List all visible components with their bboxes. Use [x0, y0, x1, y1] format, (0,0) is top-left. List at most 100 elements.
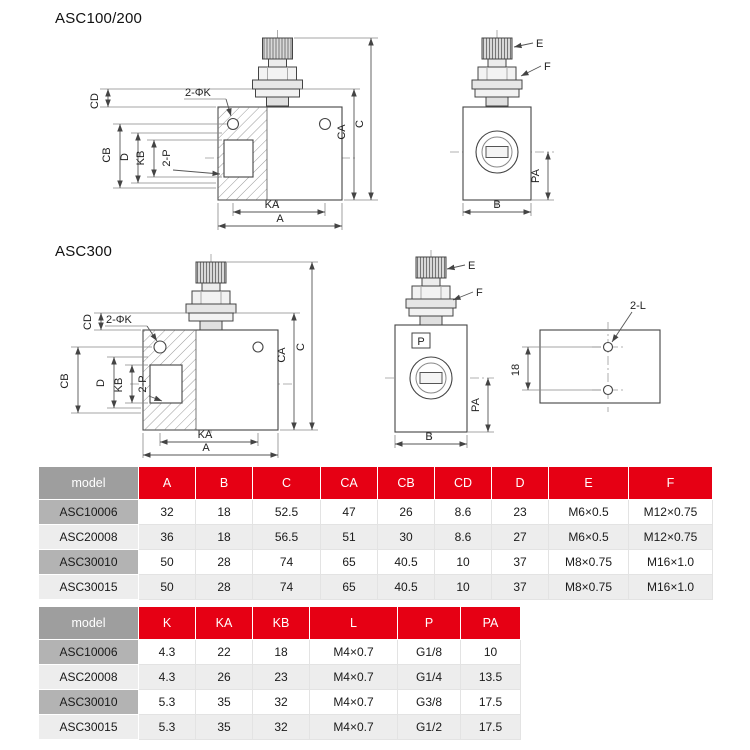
dim-label-d: D	[119, 153, 131, 161]
value-cell: 32	[252, 714, 310, 740]
adjustment-knob	[471, 37, 523, 107]
value-cell: 4.3	[138, 639, 196, 665]
value-cell: 18	[252, 639, 310, 665]
value-cell: G1/4	[397, 664, 461, 690]
dim-column-header-D: D	[491, 466, 549, 500]
value-cell: M4×0.7	[309, 639, 398, 665]
dim-label-cd: CD	[89, 93, 101, 109]
value-cell: 65	[320, 574, 378, 600]
dim-column-header-C: C	[252, 466, 321, 500]
value-cell: 36	[138, 524, 196, 550]
value-cell: 5.3	[138, 689, 196, 715]
dim-label-2p: 2-P	[161, 149, 173, 166]
mounting-hole	[252, 341, 264, 353]
value-cell: 23	[491, 499, 549, 525]
dim-label-2phik: 2-ΦK	[185, 87, 212, 99]
value-cell: 50	[138, 549, 196, 575]
model-name-cell: ASC10006	[38, 499, 139, 525]
dim-column-header-B: B	[195, 466, 253, 500]
value-cell: 47	[320, 499, 378, 525]
dim-label-cd: CD	[82, 314, 94, 330]
dim-label-a: A	[202, 442, 210, 454]
value-cell: 30	[377, 524, 435, 550]
dim-label-ca: CA	[336, 124, 348, 140]
value-cell: 51	[320, 524, 378, 550]
mounting-hole	[153, 340, 167, 354]
port-inner-circle	[415, 362, 447, 394]
mount-plate	[539, 329, 661, 404]
value-cell: M12×0.75	[628, 499, 713, 525]
dim-column-header-KA: KA	[195, 606, 253, 640]
value-cell: 37	[491, 574, 549, 600]
value-cell: M4×0.7	[309, 689, 398, 715]
value-cell: 37	[491, 549, 549, 575]
value-cell: 18	[195, 499, 253, 525]
value-cell: 8.6	[434, 499, 492, 525]
port-slot	[485, 146, 509, 158]
adjustment-knob	[185, 261, 237, 331]
model-column-header: model	[38, 466, 139, 500]
value-cell: 10	[460, 639, 521, 665]
port-inner-circle	[481, 136, 513, 168]
asc100-side-view: E F B PA	[450, 30, 554, 216]
value-cell: 40.5	[377, 574, 435, 600]
asc300-side-view: P E F B PA	[385, 250, 494, 448]
value-cell: M4×0.7	[309, 714, 398, 740]
dim-label-ka: KA	[198, 429, 213, 441]
dim-column-header-CA: CA	[320, 466, 378, 500]
value-cell: 32	[252, 689, 310, 715]
value-cell: 40.5	[377, 549, 435, 575]
section-title-asc100-200: ASC100/200	[55, 10, 143, 27]
port-slot	[419, 372, 443, 384]
dim-column-header-P: P	[397, 606, 461, 640]
mount-hole	[602, 341, 614, 353]
value-cell: 18	[195, 524, 253, 550]
value-cell: M6×0.5	[548, 499, 629, 525]
dim-label-kb: KB	[113, 378, 125, 393]
value-cell: 28	[195, 574, 253, 600]
asc100-200-drawing: CD CB D KB 2-P 2-ΦK CA C	[89, 30, 554, 230]
dim-label-d: D	[95, 379, 107, 387]
dim-label-e: E	[468, 260, 475, 272]
section-title-asc300: ASC300	[55, 243, 113, 260]
dim-column-header-L: L	[309, 606, 398, 640]
value-cell: 17.5	[460, 714, 521, 740]
port-opening	[149, 364, 183, 404]
value-cell: M16×1.0	[628, 574, 713, 600]
value-cell: M6×0.5	[548, 524, 629, 550]
model-name-cell: ASC20008	[38, 524, 139, 550]
value-cell: 50	[138, 574, 196, 600]
value-cell: 4.3	[138, 664, 196, 690]
dim-label-2phik: 2-ΦK	[106, 314, 133, 326]
value-cell: G1/8	[397, 639, 461, 665]
dim-column-header-CB: CB	[377, 466, 435, 500]
asc300-front-view: CD CB D KB 2-P 2-ΦK CA C	[59, 254, 318, 458]
model-name-cell: ASC30015	[38, 714, 139, 740]
value-cell: 35	[195, 714, 253, 740]
port-mark-box	[411, 332, 431, 349]
dim-column-header-F: F	[628, 466, 713, 500]
value-cell: 27	[491, 524, 549, 550]
model-name-cell: ASC30015	[38, 574, 139, 600]
value-cell: 26	[377, 499, 435, 525]
dim-label-c: C	[295, 343, 307, 351]
dim-label-c: C	[354, 120, 366, 128]
dim-label-cb: CB	[101, 147, 113, 162]
asc300-mount-view: 2-L 18	[510, 300, 661, 412]
dim-label-a: A	[276, 213, 284, 225]
model-column-header: model	[38, 606, 139, 640]
value-cell: 13.5	[460, 664, 521, 690]
asc300-drawing: CD CB D KB 2-P 2-ΦK CA C	[59, 250, 661, 458]
value-cell: 28	[195, 549, 253, 575]
